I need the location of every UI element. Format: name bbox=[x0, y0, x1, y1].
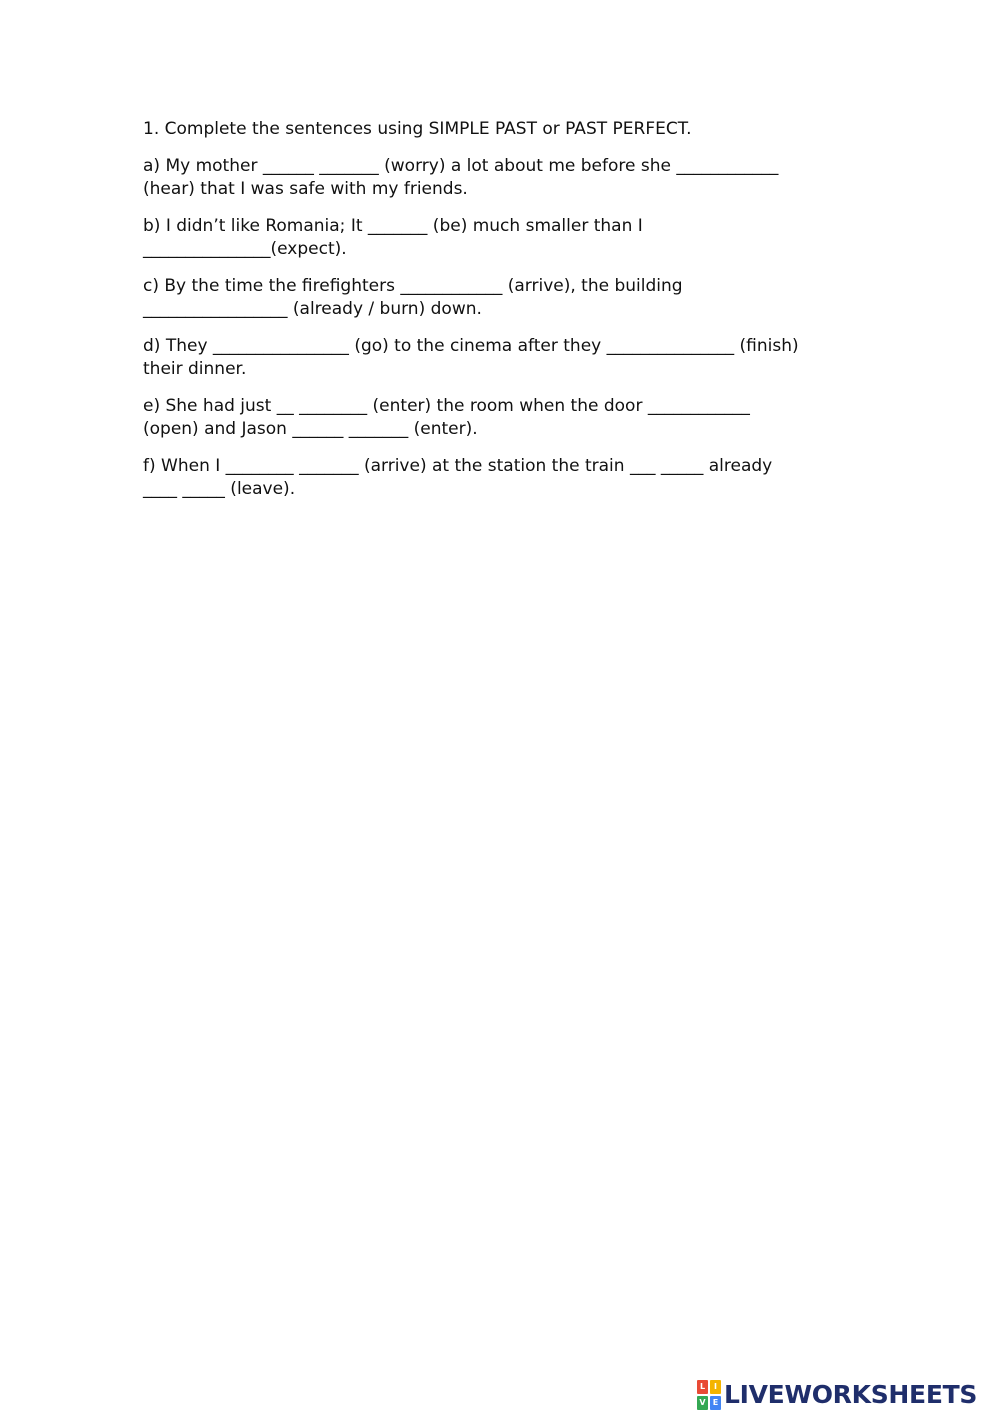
exercise-line: d) They ________________ (go) to the cin… bbox=[143, 336, 799, 356]
exercise-line: e) She had just __ ________ (enter) the … bbox=[143, 396, 750, 416]
exercise-line: c) By the time the firefighters ________… bbox=[143, 276, 683, 296]
exercise-item-e: e) She had just __ ________ (enter) the … bbox=[143, 395, 863, 441]
liveworksheets-logo-icon: L I V E bbox=[697, 1380, 721, 1410]
instruction: 1. Complete the sentences using SIMPLE P… bbox=[143, 119, 692, 139]
exercise-item-a: a) My mother ______ _______ (worry) a lo… bbox=[143, 155, 863, 201]
exercise-line: _______________(expect). bbox=[143, 239, 347, 259]
exercise-line: (open) and Jason ______ _______ (enter). bbox=[143, 419, 478, 439]
worksheet: 1. Complete the sentences using SIMPLE P… bbox=[143, 118, 863, 515]
exercise-item-f: f) When I ________ _______ (arrive) at t… bbox=[143, 455, 863, 501]
exercise-item-d: d) They ________________ (go) to the cin… bbox=[143, 335, 863, 381]
exercise-line: their dinner. bbox=[143, 359, 247, 379]
exercise-item-c: c) By the time the firefighters ________… bbox=[143, 275, 863, 321]
exercise-item-b: b) I didn’t like Romania; It _______ (be… bbox=[143, 215, 863, 261]
exercise-line: b) I didn’t like Romania; It _______ (be… bbox=[143, 216, 643, 236]
exercise-line: a) My mother ______ _______ (worry) a lo… bbox=[143, 156, 779, 176]
exercise-line: (hear) that I was safe with my friends. bbox=[143, 179, 468, 199]
exercise-line: f) When I ________ _______ (arrive) at t… bbox=[143, 456, 773, 476]
brand-name: LIVEWORKSHEETS bbox=[724, 1380, 978, 1409]
exercise-line: _________________ (already / burn) down. bbox=[143, 299, 482, 319]
liveworksheets-brand: L I V E LIVEWORKSHEETS bbox=[697, 1375, 977, 1415]
exercise-line: ____ _____ (leave). bbox=[143, 479, 296, 499]
